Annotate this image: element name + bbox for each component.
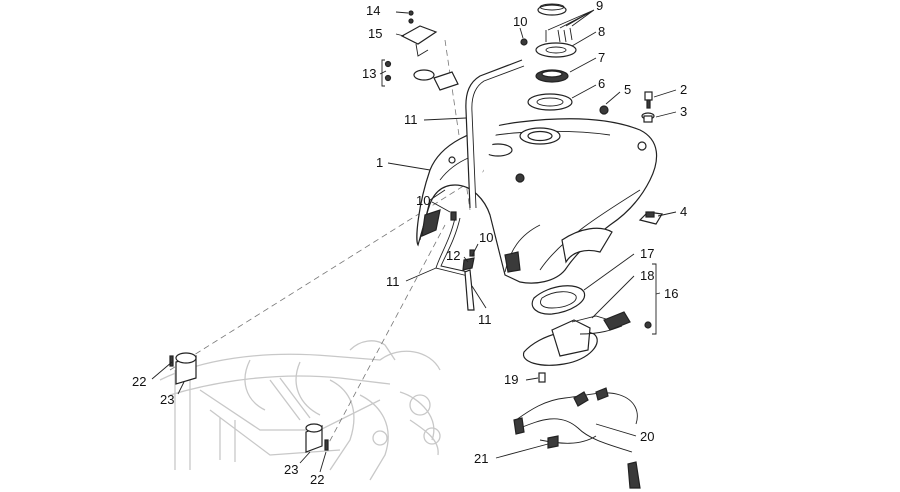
callout-5: 5 <box>624 82 631 97</box>
callout-9: 9 <box>596 0 603 13</box>
callout-23-left: 23 <box>160 392 174 407</box>
callout-2: 2 <box>680 82 687 97</box>
wiring-harness <box>513 387 641 489</box>
callout-10-lower: 10 <box>479 230 493 245</box>
callout-23-right: 23 <box>284 462 298 477</box>
leader-lines <box>151 9 677 473</box>
callout-18: 18 <box>640 268 654 283</box>
callout-12: 12 <box>446 248 460 263</box>
callout-17: 17 <box>640 246 654 261</box>
callout-16: 16 <box>664 286 678 301</box>
breather-tube-lower <box>435 211 475 311</box>
callout-15: 15 <box>368 26 382 41</box>
callout-11-bottom: 11 <box>478 312 492 327</box>
callout-20: 20 <box>640 429 654 444</box>
frame-drawing <box>159 340 441 481</box>
breather-tube-upper <box>465 59 525 209</box>
callout-1: 1 <box>376 155 383 170</box>
callout-22-left: 22 <box>132 374 146 389</box>
level-sender <box>384 10 459 91</box>
fuel-pump-assembly <box>522 285 652 383</box>
callout-10-top: 10 <box>513 14 527 29</box>
callout-13: 13 <box>362 66 376 81</box>
callout-3: 3 <box>680 104 687 119</box>
callout-11-left: 11 <box>386 274 400 289</box>
callout-19: 19 <box>504 372 518 387</box>
fasteners-right <box>638 91 663 225</box>
callout-labels: 1 2 3 4 5 6 7 8 9 10 10 10 11 11 11 12 1… <box>132 0 687 487</box>
filler-cap-assembly <box>520 3 609 115</box>
callout-7: 7 <box>598 50 605 65</box>
callout-4: 4 <box>680 204 687 219</box>
callout-22-right: 22 <box>310 472 324 487</box>
callout-11-upper: 11 <box>404 112 418 127</box>
rubber-bushes <box>169 352 329 453</box>
callout-21: 21 <box>474 451 488 466</box>
callout-8: 8 <box>598 24 605 39</box>
callout-10-mid: 10 <box>416 193 430 208</box>
callout-14: 14 <box>366 3 380 18</box>
callout-6: 6 <box>598 76 605 91</box>
